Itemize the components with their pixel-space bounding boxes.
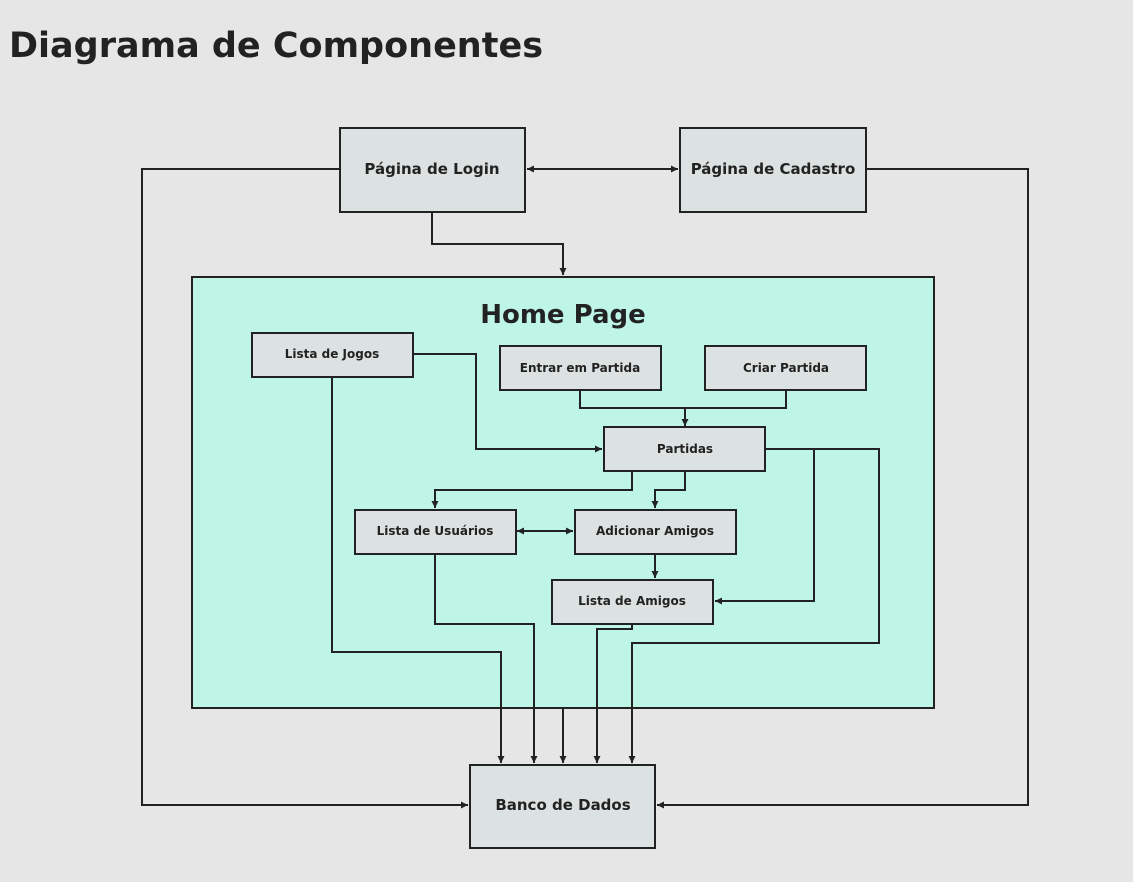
connector-login-homepage [431, 212, 567, 275]
home-page-label: Home Page [480, 300, 646, 330]
page-title: Diagrama de Componentes [9, 26, 544, 66]
node-lista-amigos[interactable]: Lista de Amigos [551, 579, 714, 625]
connector-jogos-banco [331, 377, 505, 763]
connector-partidas-usuarios [431, 471, 633, 508]
node-adicionar-amigos-label: Adicionar Amigos [596, 524, 714, 538]
connectors [141, 165, 1029, 809]
node-entrar-partida-label: Entrar em Partida [520, 361, 640, 375]
connector-criar-partidas [685, 390, 787, 409]
node-partidas[interactable]: Partidas [603, 426, 766, 472]
node-cadastro-label: Página de Cadastro [691, 160, 856, 178]
connector-partidas-banco [628, 448, 880, 763]
connector-entrar-partidas [579, 390, 689, 426]
node-lista-jogos-label: Lista de Jogos [285, 347, 380, 361]
node-partidas-label: Partidas [657, 442, 713, 456]
node-lista-usuarios-label: Lista de Usuários [377, 524, 494, 538]
connector-partidas-adicionar [651, 471, 686, 508]
node-banco-dados-label: Banco de Dados [495, 796, 630, 814]
connector-listaamigos-banco [593, 624, 633, 763]
node-login-label: Página de Login [364, 160, 499, 178]
node-entrar-partida[interactable]: Entrar em Partida [499, 345, 662, 391]
node-lista-usuarios[interactable]: Lista de Usuários [354, 509, 517, 555]
node-criar-partida[interactable]: Criar Partida [704, 345, 867, 391]
connector-login-banco [141, 168, 468, 809]
connector-jogos-partidas [413, 353, 602, 453]
node-criar-partida-label: Criar Partida [743, 361, 829, 375]
node-lista-jogos[interactable]: Lista de Jogos [251, 332, 414, 378]
node-cadastro[interactable]: Página de Cadastro [679, 127, 867, 213]
node-adicionar-amigos[interactable]: Adicionar Amigos [574, 509, 737, 555]
node-login[interactable]: Página de Login [339, 127, 526, 213]
connector-usuarios-banco [434, 554, 538, 763]
node-banco-dados[interactable]: Banco de Dados [469, 764, 656, 849]
connector-partidas-listaamigos [715, 448, 815, 605]
node-lista-amigos-label: Lista de Amigos [578, 594, 686, 608]
connector-cadastro-banco [657, 168, 1029, 809]
